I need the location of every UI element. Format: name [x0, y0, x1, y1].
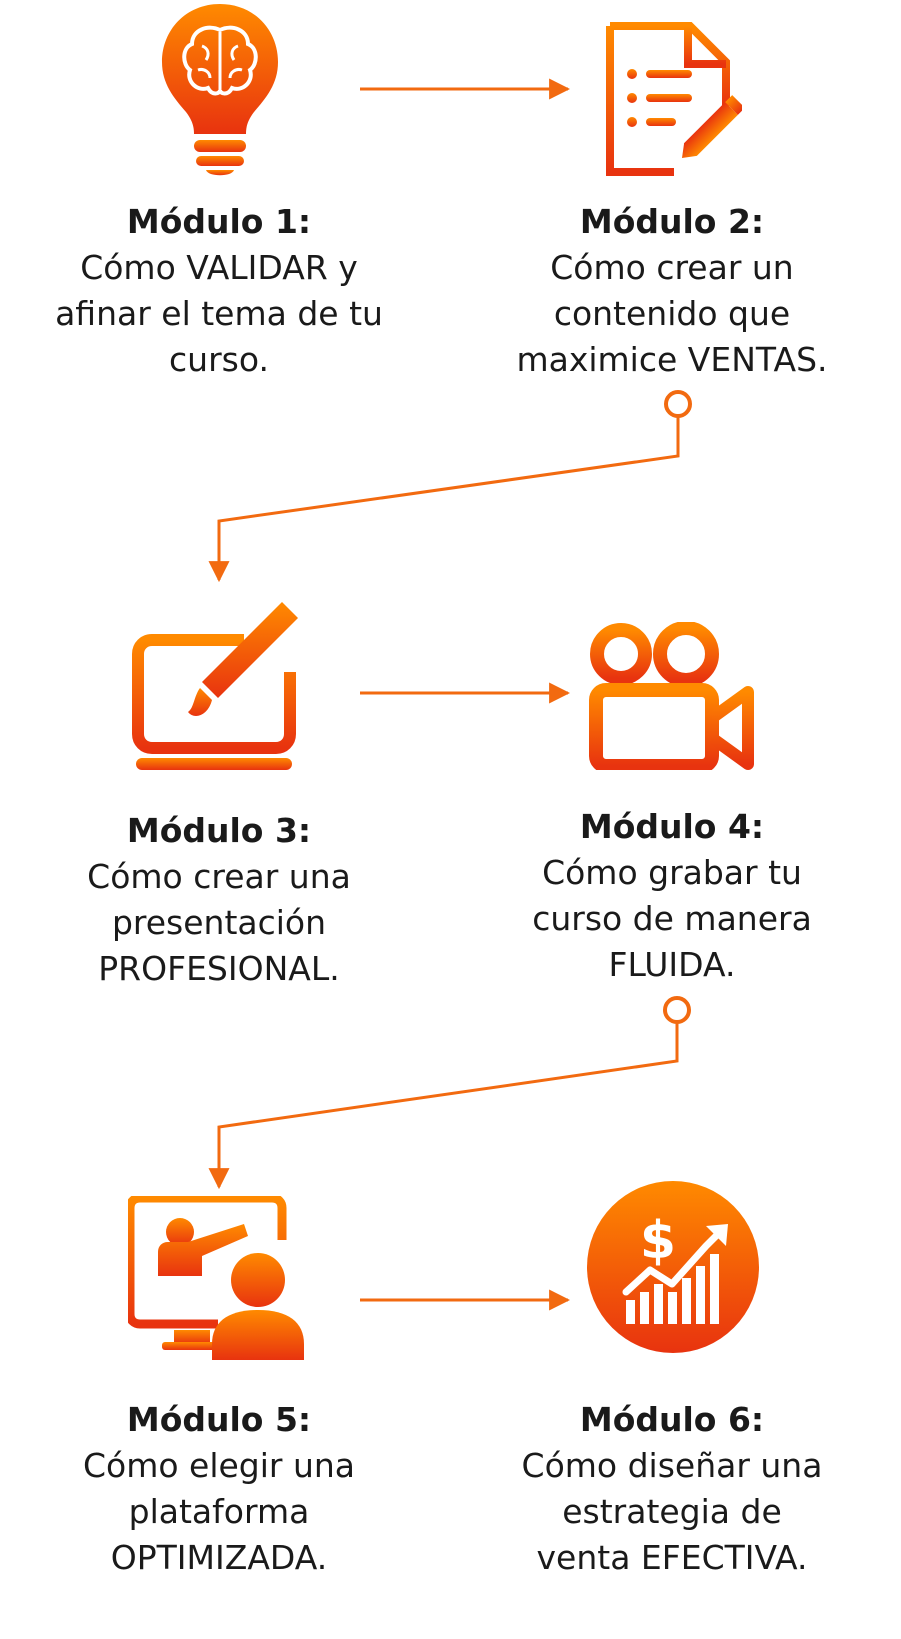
- module-4-desc-line-1: Cómo grabar tu: [542, 853, 802, 892]
- module-5-desc-line-3: OPTIMIZADA.: [110, 1538, 328, 1577]
- module-4: Módulo 4: Cómo grabar tu curso de manera…: [482, 804, 862, 988]
- laptop-brush-icon: [132, 602, 298, 770]
- module-4-desc-line-2: curso de manera: [532, 899, 812, 938]
- dollar-growth-chart-icon: $: [587, 1181, 759, 1353]
- module-6-desc-line-1: Cómo diseñar una: [521, 1446, 823, 1485]
- video-camera-icon: [589, 622, 754, 770]
- document-pencil-icon: [606, 22, 742, 176]
- module-5: Módulo 5: Cómo elegir una plataforma OPT…: [29, 1397, 409, 1581]
- presenter-screen-icon: [128, 1196, 304, 1360]
- module-1-title: Módulo 1:: [126, 202, 312, 241]
- module-1: Módulo 1: Cómo VALIDAR y afinar el tema …: [29, 199, 409, 383]
- module-1-desc-line-2: afinar el tema de tu: [55, 294, 383, 333]
- connector-module4-to-module5: [208, 996, 691, 1190]
- module-2-desc-line-1: Cómo crear un: [550, 248, 794, 287]
- module-4-title: Módulo 4:: [579, 807, 765, 846]
- module-1-desc-line-3: curso.: [169, 340, 269, 379]
- module-6-desc-line-3: venta EFECTIVA.: [536, 1538, 808, 1577]
- module-6-title: Módulo 6:: [579, 1400, 765, 1439]
- module-3-desc-line-1: Cómo crear una: [87, 857, 351, 896]
- lightbulb-brain-icon: [162, 4, 278, 176]
- module-3-title: Módulo 3:: [126, 811, 312, 850]
- module-1-desc-line-1: Cómo VALIDAR y: [80, 248, 358, 287]
- module-2-desc-line-2: contenido que: [553, 294, 791, 333]
- module-3: Módulo 3: Cómo crear una presentación PR…: [29, 808, 409, 992]
- module-5-desc-line-1: Cómo elegir una: [82, 1446, 356, 1485]
- module-5-title: Módulo 5:: [126, 1400, 312, 1439]
- module-3-desc-line-2: presentación: [111, 903, 327, 942]
- module-4-desc-line-3: FLUIDA.: [608, 945, 736, 984]
- module-6-desc-line-2: estrategia de: [562, 1492, 782, 1531]
- module-2: Módulo 2: Cómo crear un contenido que ma…: [482, 199, 862, 383]
- module-6: Módulo 6: Cómo diseñar una estrategia de…: [482, 1397, 862, 1581]
- module-3-desc-line-3: PROFESIONAL.: [98, 949, 340, 988]
- connector-module2-to-module3: [208, 390, 692, 583]
- module-2-desc-line-3: maximice VENTAS.: [516, 340, 828, 379]
- svg-text:$: $: [640, 1211, 676, 1271]
- module-5-desc-line-2: plataforma: [128, 1492, 310, 1531]
- module-2-title: Módulo 2:: [579, 202, 765, 241]
